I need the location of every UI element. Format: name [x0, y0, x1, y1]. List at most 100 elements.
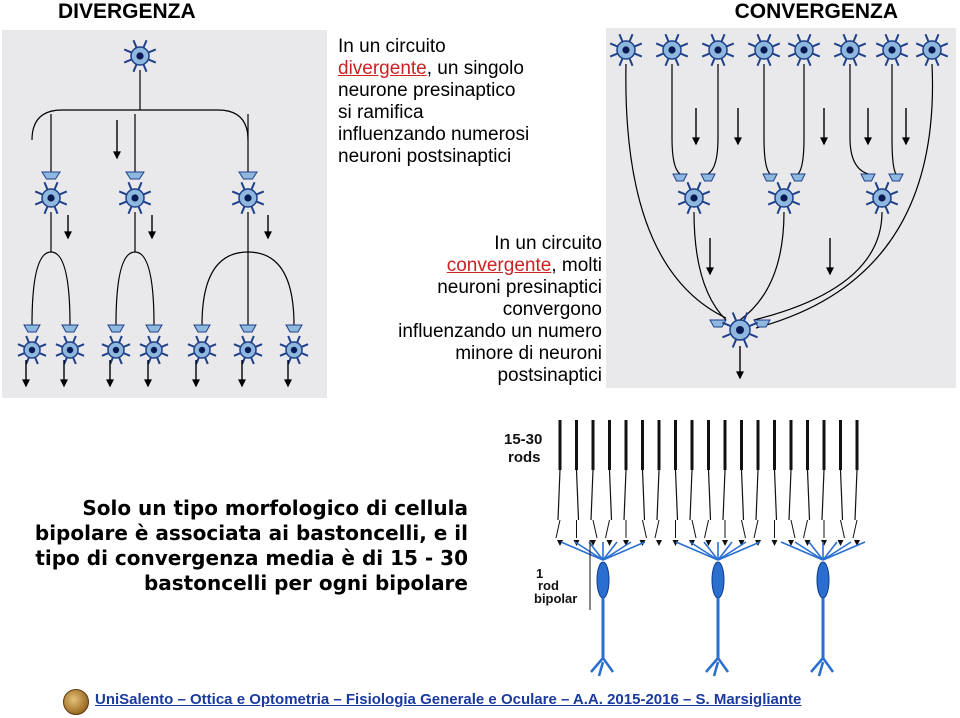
rods-text-line1: Solo un tipo morfologico di cellula [82, 496, 468, 520]
arrowhead [672, 540, 679, 546]
arrowhead [106, 379, 114, 388]
rod-segment [806, 420, 809, 470]
synapse-terminal [239, 324, 257, 333]
bipolar-terminal [705, 657, 730, 677]
arrowhead [623, 540, 629, 546]
div-text-line2-rest: , un singolo [426, 58, 524, 79]
arrowhead [788, 540, 794, 546]
convergence-keyword: convergente [446, 255, 552, 276]
axon [753, 211, 883, 321]
rod-terminal [790, 519, 796, 539]
div-text-line4: si ramifica [338, 102, 424, 123]
axon [693, 211, 727, 321]
rods-text-line2: bipolare è associata ai bastoncelli, e i… [34, 521, 468, 545]
presynaptic-neuron-icon [747, 33, 781, 67]
presynaptic-neuron-icon [123, 39, 157, 73]
arrowhead [64, 231, 72, 240]
bipolar-dendrite [602, 541, 632, 561]
intermediate-neuron-icon [767, 181, 801, 215]
footer-text[interactable]: UniSalento – Ottica e Optometria – Fisio… [95, 691, 802, 708]
postsynaptic-neuron-icon [55, 335, 85, 365]
synapse-terminal [61, 324, 79, 333]
convergence-svg [609, 33, 949, 380]
div-text-line5: influenzando numerosi [338, 124, 530, 145]
conv-text-line2: convergente, molti [340, 255, 602, 277]
rod-fiber [590, 469, 594, 521]
postsynaptic-neuron-icon [279, 335, 309, 365]
arrowhead [705, 540, 712, 546]
convergence-description: In un circuito convergente, molti neuron… [340, 233, 602, 387]
rod-segment [839, 420, 842, 470]
divergence-title: DIVERGENZA [58, 0, 196, 23]
rod-segment [822, 420, 826, 470]
rod-fiber [707, 469, 712, 521]
convergence-title: CONVERGENZA [734, 0, 898, 23]
rod-terminal [753, 519, 759, 539]
bipolar-dendrite [717, 541, 761, 561]
arrowhead [864, 137, 872, 146]
rods-svg: 15-30 rods 1 rod bipolar [504, 420, 866, 677]
synapse-terminal [790, 173, 806, 182]
synapse-terminal [23, 324, 41, 333]
synapse-terminal [762, 173, 778, 182]
divergence-diagram [2, 30, 327, 398]
convergence-diagram [606, 28, 956, 388]
synapse-terminal [709, 319, 727, 328]
presynaptic-neuron-icon [609, 33, 643, 67]
rod-segment [723, 420, 727, 470]
rod-terminal [555, 519, 561, 539]
axon [849, 64, 869, 175]
bipolar-label-word: bipolar [534, 591, 577, 606]
axon [739, 211, 785, 321]
bipolar-dendrite [689, 541, 719, 561]
rod-terminal [605, 519, 610, 539]
rod-segment [707, 420, 710, 470]
bipolar-dendrite [808, 541, 824, 561]
div-text-line6: neuroni postsinaptici [338, 146, 512, 167]
rod-segment [591, 420, 595, 470]
axon [625, 63, 727, 319]
bipolar-dendrite [703, 541, 719, 561]
rods-text-line3: tipo di convergenza media è di 15 - 30 [35, 546, 468, 570]
bipolar-dendrite [574, 541, 604, 561]
bipolar-dendrite [717, 541, 733, 561]
arrowhead [692, 137, 700, 146]
arrowhead [264, 231, 272, 240]
axon [891, 64, 897, 175]
bipolar-dendrite [602, 541, 618, 561]
arrowhead [736, 371, 744, 380]
conv-text-line2-rest: , molti [551, 255, 602, 276]
intermediate-neuron-icon [677, 181, 711, 215]
arrowhead [854, 540, 860, 546]
arrowhead [284, 379, 292, 388]
rod-segment [575, 420, 578, 470]
bipolar-dendrite [822, 541, 866, 561]
arrowhead [706, 267, 714, 276]
postsynaptic-neuron-icon [187, 335, 217, 365]
postsynaptic-neuron-icon [101, 335, 131, 365]
bipolar-label-count: 1 [536, 566, 543, 581]
arrowhead [60, 379, 68, 388]
axon [671, 64, 681, 175]
synapse-terminal [672, 173, 688, 182]
postsynaptic-neuron-icon [233, 335, 263, 365]
axon [797, 64, 805, 175]
presynaptic-neuron-icon [833, 33, 867, 67]
rod-fiber [773, 469, 778, 521]
rod-fiber [821, 469, 825, 521]
bipolar-terminal [810, 657, 835, 677]
rod-fiber [788, 469, 792, 521]
conv-text-line1: In un circuito [494, 233, 602, 254]
rods-text-line4: bastoncelli per ogni bipolare [143, 571, 468, 595]
arrowhead [113, 151, 121, 160]
synapse-terminal [888, 173, 904, 182]
rod-terminal [592, 519, 598, 539]
rod-fiber [854, 469, 858, 521]
bipolar-soma [711, 561, 725, 599]
arrowhead [902, 137, 910, 146]
rod-fiber [674, 469, 679, 521]
synapse-terminal [238, 171, 258, 180]
rod-fiber [575, 469, 580, 521]
rod-segment [789, 420, 793, 470]
divergence-svg [17, 39, 309, 388]
